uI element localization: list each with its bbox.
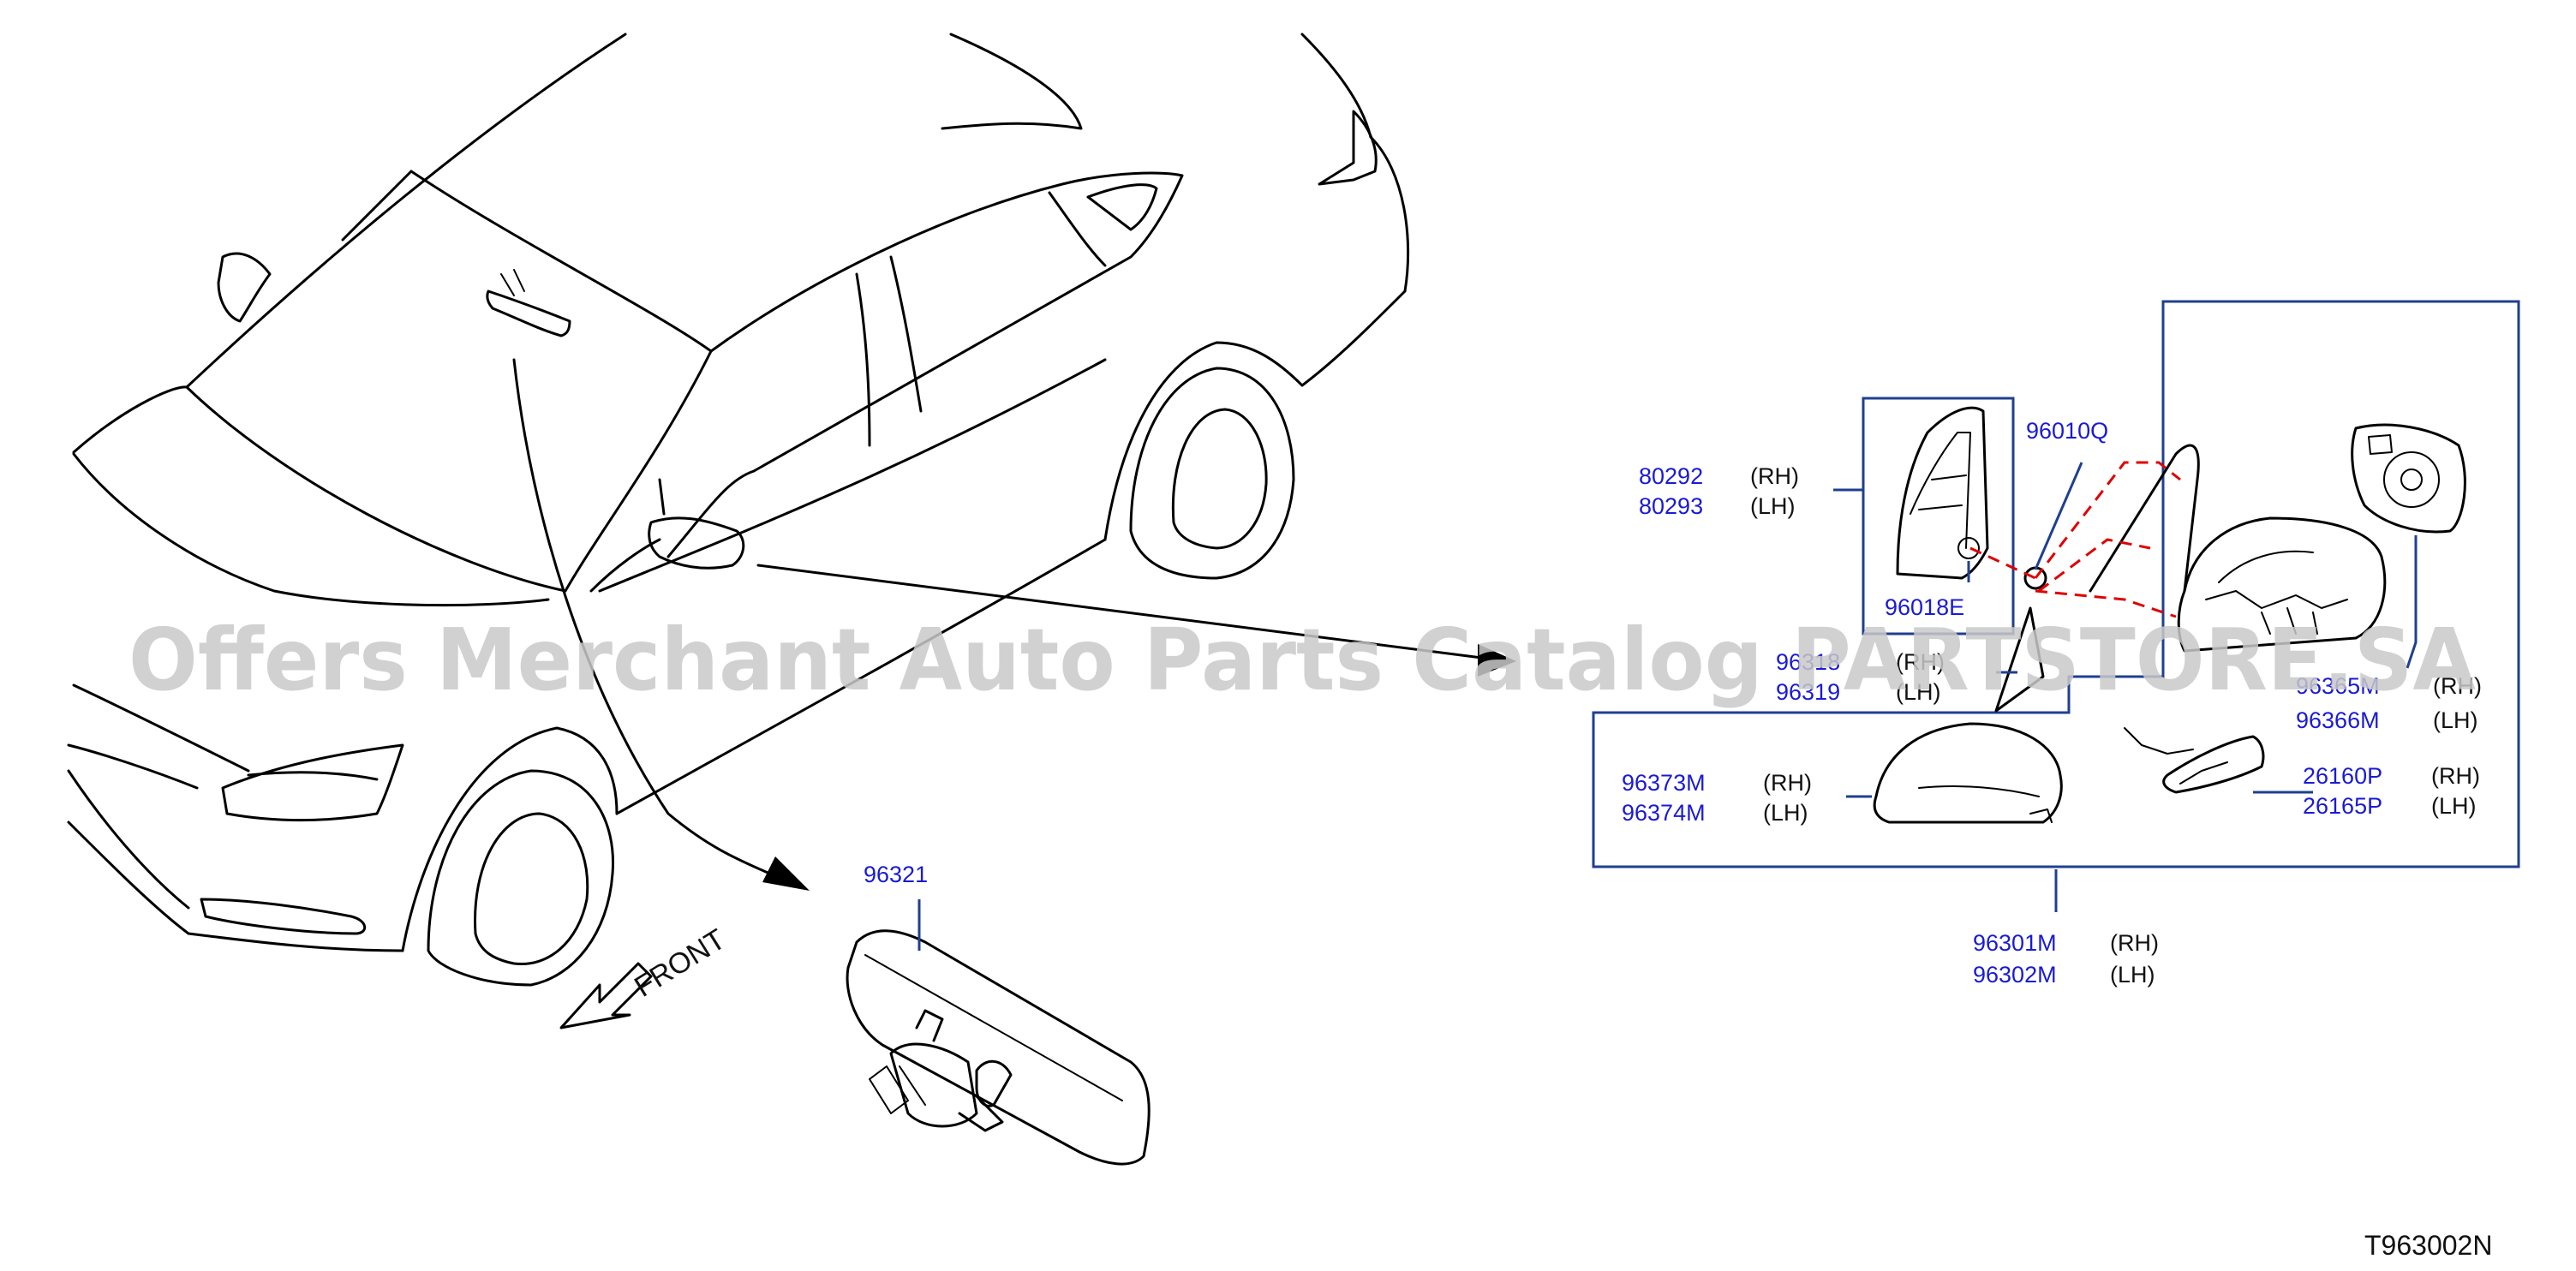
watermark: Offers Merchant Auto Parts Catalog PARTS… — [129, 610, 2476, 710]
front-indicator: FRONT — [559, 923, 732, 1029]
part-number[interactable]: 96302M — [1973, 962, 2057, 988]
mirror-cover-illustration — [1873, 722, 2063, 824]
inner-mirror-illustration — [846, 929, 1151, 1166]
side-lh: (LH) — [2431, 793, 2477, 819]
mirror-bracket-illustration — [1896, 406, 1989, 580]
front-label: FRONT — [629, 923, 731, 1004]
callout-arrows — [512, 358, 1516, 891]
part-number[interactable]: 96365M — [2296, 673, 2380, 699]
side-rh: (RH) — [2110, 930, 2159, 956]
arrow-head-lower — [762, 856, 810, 891]
side-lh: (LH) — [1763, 800, 1808, 826]
side-rh: (RH) — [1896, 649, 1945, 675]
leader-lines — [917, 462, 2418, 951]
part-number[interactable]: 96319 — [1776, 679, 1840, 705]
part-number[interactable]: 96301M — [1973, 930, 2057, 956]
side-lh: (LH) — [1896, 679, 1941, 705]
side-lh: (LH) — [2433, 707, 2478, 733]
side-rh: (RH) — [2433, 673, 2482, 699]
part-number[interactable]: 26160P — [2303, 763, 2382, 789]
side-rh: (RH) — [2431, 763, 2480, 789]
part-number[interactable]: 96318 — [1776, 649, 1840, 675]
arrow-head-right — [1478, 644, 1516, 677]
part-labels: 80292 (RH) 80293 (LH) 96010Q 96018E 9631… — [864, 418, 2482, 988]
side-lh: (LH) — [2110, 962, 2155, 988]
part-number[interactable]: 96010Q — [2026, 418, 2108, 444]
part-number[interactable]: 96373M — [1622, 770, 1706, 796]
part-number[interactable]: 96366M — [2296, 707, 2380, 733]
part-number[interactable]: 96321 — [864, 862, 928, 887]
outer-mirror-group-box — [1592, 300, 2520, 868]
part-number[interactable]: 80292 — [1639, 463, 1703, 489]
part-number[interactable]: 80293 — [1639, 493, 1703, 519]
turn-signal-lamp-illustration — [2124, 727, 2265, 794]
diagram-reference-code: T963002N — [2364, 1230, 2492, 1261]
side-rh: (RH) — [1763, 770, 1812, 796]
side-lh: (LH) — [1750, 493, 1796, 519]
car-illustration — [67, 33, 1410, 987]
side-rh: (RH) — [1750, 463, 1799, 489]
part-number[interactable]: 96018E — [1885, 594, 1964, 620]
part-number[interactable]: 26165P — [2303, 793, 2382, 819]
mirror-housing-illustration — [1994, 423, 2466, 713]
part-number[interactable]: 96374M — [1622, 800, 1706, 826]
assembly-guide-lines — [1969, 461, 2181, 618]
